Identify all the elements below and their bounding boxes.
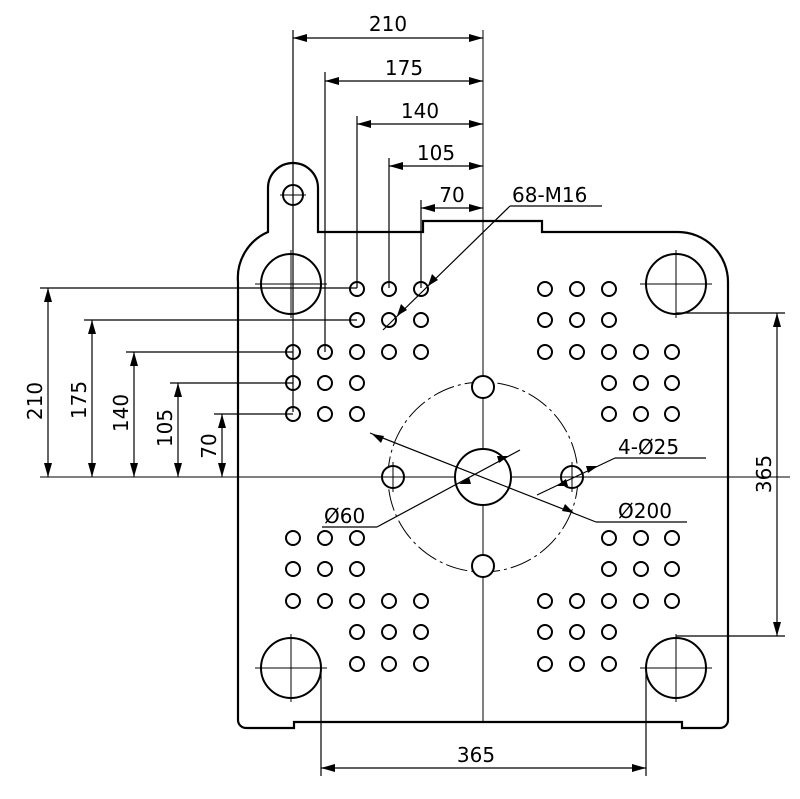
thread-hole (349, 561, 365, 577)
thread-hole (664, 344, 680, 360)
thread-hole (569, 656, 585, 672)
thread-holes-m16 (285, 281, 680, 672)
thread-hole (381, 344, 397, 360)
top-dim-105: 105 (417, 141, 455, 165)
left-dim-140: 140 (109, 394, 133, 432)
thread-hole (664, 375, 680, 391)
thread-hole (317, 593, 333, 609)
thread-hole (285, 561, 301, 577)
thread-hole (537, 344, 553, 360)
thread-hole (633, 406, 649, 422)
thread-hole (601, 312, 617, 328)
thread-hole (569, 593, 585, 609)
thread-hole (537, 281, 553, 297)
right-dimension: 365 (676, 312, 785, 637)
thread-hole (664, 561, 680, 577)
thread-hole (349, 375, 365, 391)
thread-hole (349, 406, 365, 422)
left-dim-70: 70 (197, 433, 221, 458)
top-dim-70: 70 (439, 183, 464, 207)
top-dimensions: 210 175 140 105 70 (292, 12, 483, 412)
thread-hole (349, 624, 365, 640)
thread-hole (349, 656, 365, 672)
thread-hole (601, 561, 617, 577)
thread-hole (285, 530, 301, 546)
small-hole (471, 375, 495, 399)
thread-hole (601, 593, 617, 609)
thread-hole (569, 624, 585, 640)
thread-hole (381, 624, 397, 640)
top-dim-140: 140 (401, 99, 439, 123)
small-hole (471, 554, 495, 578)
thread-hole (537, 624, 553, 640)
thread-hole (381, 593, 397, 609)
thread-hole (569, 344, 585, 360)
thread-hole (413, 344, 429, 360)
bottom-dimension: 365 (320, 668, 647, 776)
thread-hole (601, 281, 617, 297)
thread-hole (317, 375, 333, 391)
outer-diameter-callout: Ø200 (369, 432, 687, 523)
top-dim-175: 175 (385, 56, 423, 80)
thread-hole (633, 561, 649, 577)
thread-hole (317, 530, 333, 546)
left-dim-175: 175 (67, 381, 91, 419)
thread-callout-label: 68-M16 (512, 183, 587, 207)
thread-hole (569, 312, 585, 328)
thread-hole (349, 530, 365, 546)
thread-callout: 68-M16 (382, 183, 602, 331)
thread-hole (601, 406, 617, 422)
thread-hole (413, 312, 429, 328)
top-dim-210: 210 (369, 12, 407, 36)
thread-hole (601, 624, 617, 640)
thread-hole (633, 344, 649, 360)
inner-diameter-callout: Ø60 (322, 449, 521, 528)
thread-hole (633, 375, 649, 391)
thread-hole (601, 656, 617, 672)
thread-hole (664, 593, 680, 609)
left-dim-105: 105 (153, 409, 177, 447)
thread-hole (349, 593, 365, 609)
thread-hole (413, 656, 429, 672)
thread-hole (413, 593, 429, 609)
thread-hole (569, 281, 585, 297)
thread-hole (664, 406, 680, 422)
small-hole-label: 4-Ø25 (618, 435, 679, 459)
thread-hole (601, 375, 617, 391)
inner-diameter-label: Ø60 (324, 504, 365, 528)
thread-hole (317, 406, 333, 422)
bottom-dim-365: 365 (457, 743, 495, 767)
thread-hole (664, 530, 680, 546)
thread-hole (633, 530, 649, 546)
thread-hole (413, 624, 429, 640)
thread-hole (537, 656, 553, 672)
thread-hole (349, 344, 365, 360)
thread-hole (537, 312, 553, 328)
left-dim-210: 210 (23, 382, 47, 420)
left-dimensions: 210 175 140 105 70 (23, 287, 357, 477)
outer-diameter-label: Ø200 (618, 499, 672, 523)
thread-hole (601, 530, 617, 546)
right-dim-365: 365 (752, 455, 776, 493)
thread-hole (381, 656, 397, 672)
plate-outline (236, 161, 730, 730)
thread-hole (633, 593, 649, 609)
thread-hole (285, 593, 301, 609)
thread-hole (601, 344, 617, 360)
small-hole-callout: 4-Ø25 (536, 435, 706, 496)
small-hole-center-marks (378, 462, 587, 492)
thread-hole (537, 593, 553, 609)
thread-hole (317, 561, 333, 577)
thread-hole (381, 312, 397, 328)
